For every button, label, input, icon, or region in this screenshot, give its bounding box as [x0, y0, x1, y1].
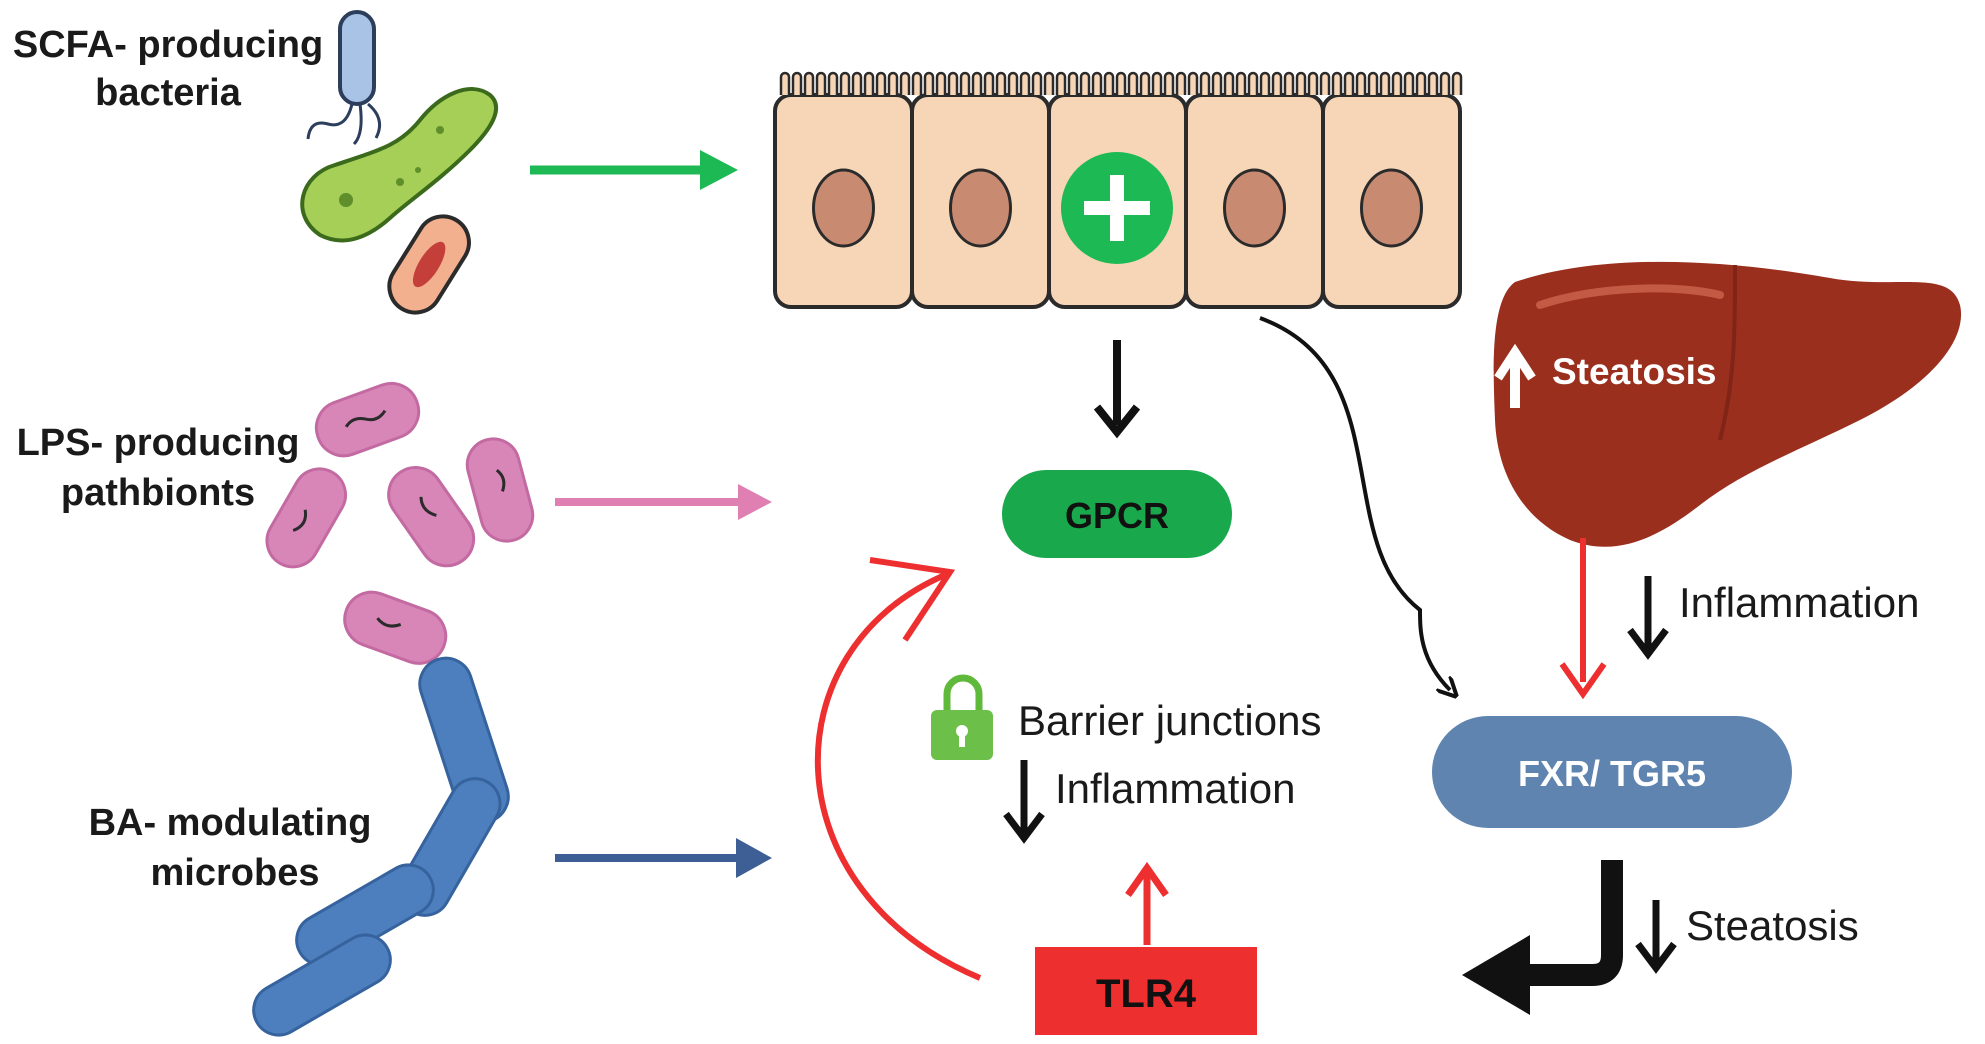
gpcr-label: GPCR: [1065, 495, 1169, 536]
liver-icon: [1493, 261, 1962, 547]
plus-icon: [1061, 152, 1173, 264]
tlr4-node: TLR4: [1035, 947, 1257, 1035]
fxr-tgr5-node: FXR/ TGR5: [1432, 716, 1792, 828]
tlr4-label: TLR4: [1096, 972, 1197, 1016]
liver-inflammation-label: Inflammation: [1679, 579, 1919, 626]
padlock-icon: [931, 674, 993, 760]
lps-label-line2: pathbionts: [61, 472, 255, 514]
gut-inflammation-label: Inflammation: [1055, 765, 1295, 812]
cell-nucleus: [812, 168, 875, 248]
bacteria-cluster-icon: [300, 10, 498, 315]
down-arrow-icon: [1093, 340, 1141, 439]
tlr4-to-gpcr-arrow: [814, 557, 982, 981]
ba-label-line1: BA- modulating: [89, 802, 372, 844]
down-arrow-icon: [1003, 760, 1045, 844]
epithelium-to-fxr-arrow: [1259, 316, 1450, 690]
lps-arrow: [555, 484, 772, 520]
pink-rods-icon: [265, 381, 535, 665]
steatosis-effect-label: Steatosis: [1686, 902, 1859, 949]
scfa-label-line2: bacteria: [95, 72, 242, 114]
down-arrow-icon: [1635, 900, 1677, 974]
cell-nucleus: [949, 168, 1012, 248]
liver-to-fxr-arrow: [1559, 538, 1607, 700]
down-arrow-icon: [1627, 576, 1669, 660]
up-arrow-icon: [1494, 343, 1536, 408]
microvilli: [779, 71, 1463, 95]
ba-arrow: [555, 838, 772, 878]
cell-nucleus: [1360, 168, 1423, 248]
scfa-arrow: [530, 150, 738, 190]
lps-label-line1: LPS- producing: [17, 422, 300, 464]
scfa-label-line1: SCFA- producing: [13, 24, 323, 66]
fxr-tgr5-label: FXR/ TGR5: [1518, 753, 1706, 794]
cell-nucleus: [1223, 168, 1286, 248]
blue-rods-icon: [252, 656, 510, 1037]
fxr-output-arrow: [1462, 860, 1623, 1015]
liver-steatosis-label: Steatosis: [1552, 351, 1717, 392]
ba-label-line2: microbes: [151, 852, 320, 894]
gpcr-node: GPCR: [1002, 470, 1232, 558]
up-arrow-icon: [1125, 861, 1169, 945]
barrier-label: Barrier junctions: [1018, 697, 1321, 744]
